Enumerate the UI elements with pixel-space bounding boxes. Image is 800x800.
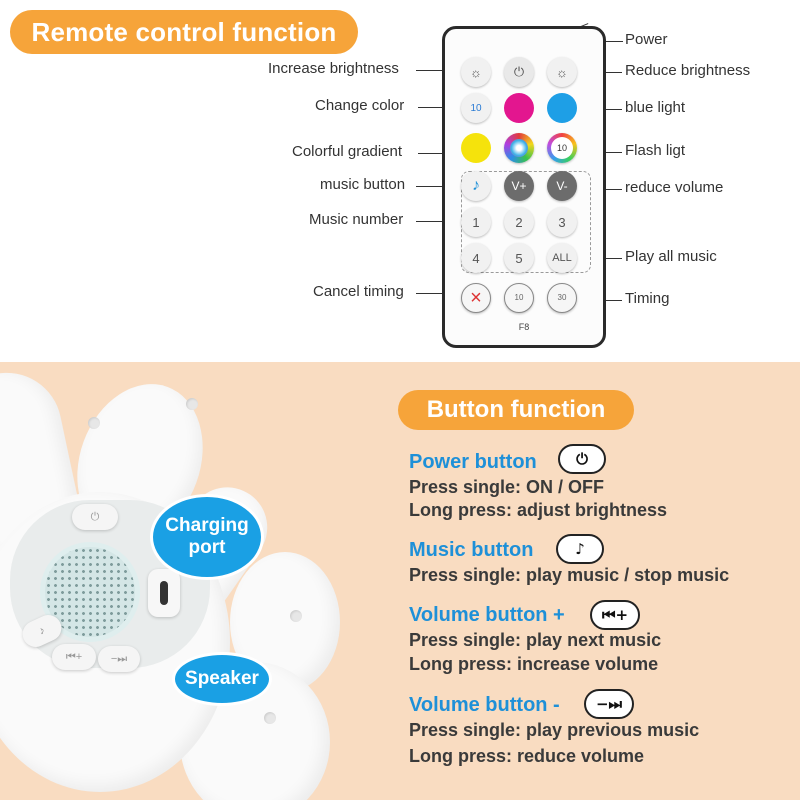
volume-up-icon: ⏮+	[590, 600, 640, 630]
reduce-brightness-button[interactable]: ☼	[547, 57, 577, 87]
power-icon: ⏻	[576, 450, 588, 468]
button-function-section: ⏻ ♪ ⏮+ −⏭ Charging port Speaker Button f…	[0, 362, 800, 800]
power-button-line-2: Long press: adjust brightness	[409, 500, 668, 520]
music-number-2-button[interactable]: 2	[504, 207, 534, 237]
timer-30-label: 30	[557, 293, 567, 302]
power-button-line-1: Press single: ON / OFF	[409, 477, 605, 497]
label-power: Power	[625, 31, 668, 48]
remote-control-title: Remote control function	[10, 10, 358, 54]
remote-control: ☼ ⏻ ☼ 10 10 ♪ V+ V- 1 2 3 4 5 ALL × 10 3…	[442, 26, 606, 348]
model-label: F8	[518, 322, 530, 332]
sun-minus-icon: ☼	[556, 64, 568, 80]
label-colorful-gradient: Colorful gradient	[292, 143, 403, 160]
color-cycle-icon: 10	[470, 102, 482, 114]
charging-port-callout: Charging port	[150, 494, 264, 580]
pointer-line	[418, 153, 462, 154]
volume-up-heading: Volume button +	[409, 604, 565, 626]
cancel-timing-button[interactable]: ×	[461, 283, 491, 313]
speaker-callout: Speaker	[172, 652, 272, 706]
increase-brightness-button[interactable]: ☼	[461, 57, 491, 87]
remote-control-section: Remote control function Increase brightn…	[0, 0, 800, 362]
power-icon: ⏻	[90, 510, 100, 523]
label-blue-light: blue light	[625, 99, 686, 116]
lamp-volume-down-button[interactable]: −⏭	[98, 646, 140, 672]
label-timing: Timing	[625, 290, 670, 307]
play-all-button[interactable]: ALL	[547, 243, 577, 273]
label-reduce-volume: reduce volume	[625, 179, 724, 196]
sun-plus-icon: ☼	[470, 64, 482, 80]
minus-next-icon: −⏭	[595, 695, 623, 713]
timer-10-button[interactable]: 10	[504, 283, 534, 313]
label-reduce-brightness: Reduce brightness	[625, 62, 751, 79]
colorful-gradient-button[interactable]	[504, 133, 534, 163]
label-flash-light: Flash ligt	[625, 142, 686, 159]
yellow-color-button[interactable]	[461, 133, 491, 163]
pointer-line	[416, 186, 466, 187]
music-button-heading: Music button	[409, 539, 534, 561]
lamp-illustration: ⏻ ♪ ⏮+ −⏭ Charging port Speaker	[0, 362, 380, 800]
pointer-line	[416, 70, 462, 71]
lamp-dot	[186, 398, 198, 410]
music-number-1-button[interactable]: 1	[461, 207, 491, 237]
volume-down-button[interactable]: V-	[547, 171, 577, 201]
magenta-color-button[interactable]	[504, 93, 534, 123]
volume-down-icon: −⏭	[584, 689, 634, 719]
pointer-line	[418, 107, 462, 108]
power-button[interactable]: ⏻	[504, 57, 534, 87]
label-music-number: Music number	[309, 211, 404, 228]
volume-down-icon: −⏭	[110, 652, 128, 665]
lamp-dot	[264, 712, 276, 724]
flash-icon: 10	[551, 137, 573, 159]
pointer-line	[416, 293, 462, 294]
pointer-line	[416, 221, 460, 222]
cancel-x-icon: ×	[470, 287, 482, 309]
flash-light-button[interactable]: 10	[547, 133, 577, 163]
power-button-heading: Power button	[409, 451, 537, 473]
music-number-3-button[interactable]: 3	[547, 207, 577, 237]
lamp-power-button[interactable]: ⏻	[72, 504, 118, 530]
volume-up-line-1: Press single: play next music	[409, 630, 662, 650]
lamp-dot	[290, 610, 302, 622]
blue-light-button[interactable]	[547, 93, 577, 123]
change-color-button[interactable]: 10	[461, 93, 491, 123]
button-function-title: Button function	[398, 390, 634, 430]
volume-up-button[interactable]: V+	[504, 171, 534, 201]
timer-10-label: 10	[514, 293, 524, 302]
volume-down-heading: Volume button -	[409, 694, 560, 716]
music-note-icon: ♪	[472, 177, 480, 194]
charging-port	[148, 569, 180, 617]
music-button[interactable]: ♪	[461, 171, 491, 201]
volume-up-line-2: Long press: increase volume	[409, 654, 659, 674]
lamp-dot	[88, 417, 100, 429]
next-plus-icon: ⏮+	[601, 606, 629, 624]
music-note-icon: ♪	[575, 540, 585, 558]
music-note-icon: ♪	[36, 624, 48, 638]
timer-30-button[interactable]: 30	[547, 283, 577, 313]
label-change-color: Change color	[315, 97, 405, 114]
music-number-4-button[interactable]: 4	[461, 243, 491, 273]
volume-down-line-1: Press single: play previous music	[409, 720, 700, 740]
music-button-icon: ♪	[556, 534, 604, 564]
power-button-icon: ⏻	[558, 444, 606, 474]
music-button-line-1: Press single: play music / stop music	[409, 565, 730, 585]
lamp-volume-up-button[interactable]: ⏮+	[52, 644, 96, 670]
volume-down-line-2: Long press: reduce volume	[409, 746, 645, 766]
label-music-button: music button	[320, 176, 406, 193]
volume-up-icon: ⏮+	[65, 650, 83, 663]
label-cancel-timing: Cancel timing	[313, 283, 404, 300]
label-play-all-music: Play all music	[625, 248, 717, 265]
power-icon: ⏻	[513, 64, 525, 79]
music-number-5-button[interactable]: 5	[504, 243, 534, 273]
label-increase-brightness: Increase brightness	[268, 60, 399, 77]
